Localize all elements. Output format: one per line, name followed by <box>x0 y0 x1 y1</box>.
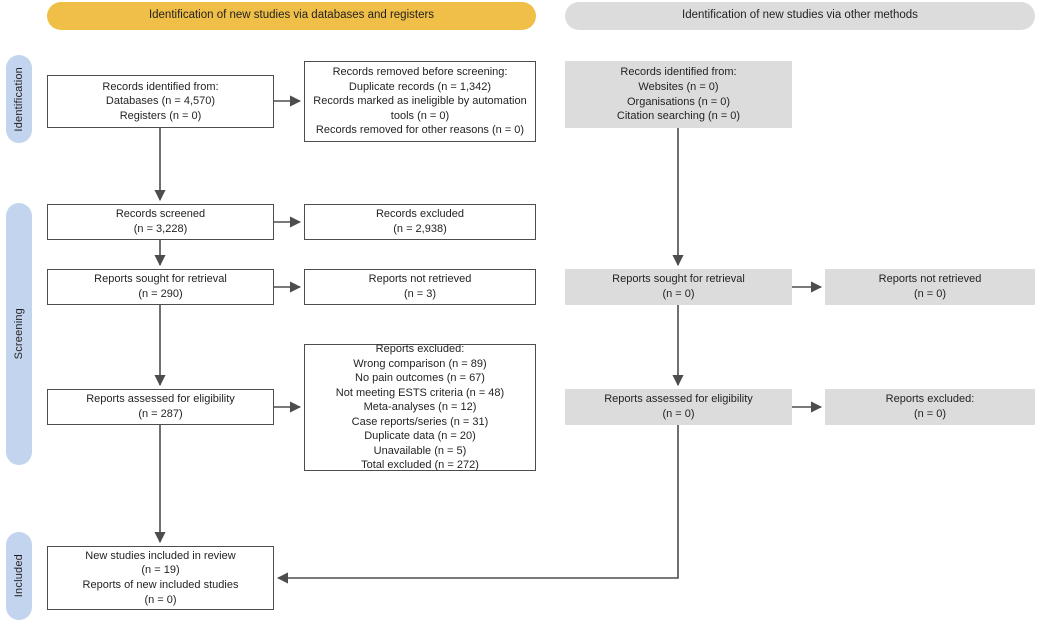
box-reports-assessed-for-eligibility: Reports assessed for eligibility (n = 28… <box>47 389 274 425</box>
reports-excluded-line-6: Case reports/series (n = 31) <box>351 415 489 428</box>
records-screened-line-2: (n = 3,228) <box>133 223 188 235</box>
box-records-excluded: Records excluded (n = 2,938) <box>304 204 536 240</box>
included-line-2: (n = 19) <box>141 564 180 577</box>
reports-excluded-line-8: Unavailable (n = 5) <box>373 444 467 457</box>
other-excluded-line-1: Reports excluded: <box>885 393 975 406</box>
box-records-screened: Records screened (n = 3,228) <box>47 204 274 240</box>
other-identified-line-2: Websites (n = 0) <box>638 80 719 93</box>
reports-excluded-line-2: Wrong comparison (n = 89) <box>353 357 487 370</box>
box-other-reports-not-retrieved: Reports not retrieved (n = 0) <box>825 269 1035 305</box>
records-excluded-line-1: Records excluded <box>375 208 465 221</box>
box-reports-not-retrieved: Reports not retrieved (n = 3) <box>304 269 536 305</box>
other-excluded-line-2: (n = 0) <box>913 408 947 420</box>
banner-other-methods: Identification of new studies via other … <box>565 2 1035 30</box>
reports-sought-line-1: Reports sought for retrieval <box>94 273 227 286</box>
other-identified-line-1: Records identified from: <box>620 66 737 79</box>
reports-excluded-line-4: Not meeting ESTS criteria (n = 48) <box>335 386 505 399</box>
box-reports-sought-for-retrieval: Reports sought for retrieval (n = 290) <box>47 269 274 305</box>
included-line-4: (n = 0) <box>144 593 177 606</box>
records-removed-line-1: Records removed before screening: <box>332 66 508 79</box>
reports-assessed-line-2: (n = 287) <box>138 408 183 420</box>
other-sought-line-2: (n = 0) <box>662 288 695 300</box>
box-new-studies-included: New studies included in review (n = 19) … <box>47 546 274 610</box>
reports-assessed-line-1: Reports assessed for eligibility <box>86 393 235 406</box>
stage-pill-identification: Identification <box>6 55 32 143</box>
box-other-reports-sought-for-retrieval: Reports sought for retrieval (n = 0) <box>565 269 792 305</box>
records-removed-line-2: Duplicate records (n = 1,342) <box>348 80 492 93</box>
banner-databases-label: Identification of new studies via databa… <box>148 9 435 22</box>
reports-sought-line-2: (n = 290) <box>138 288 183 300</box>
included-line-1: New studies included in review <box>85 549 236 562</box>
box-other-records-identified: Records identified from: Websites (n = 0… <box>565 61 792 128</box>
box-other-reports-assessed-for-eligibility: Reports assessed for eligibility (n = 0) <box>565 389 792 425</box>
records-removed-line-5: Records removed for other reasons (n = 0… <box>315 124 525 137</box>
reports-not-retrieved-line-2: (n = 3) <box>403 288 437 300</box>
stage-pill-screening: Screening <box>6 203 32 465</box>
other-sought-line-1: Reports sought for retrieval <box>612 273 745 286</box>
records-screened-line-1: Records screened <box>115 208 206 221</box>
records-identified-line-3: Registers (n = 0) <box>119 109 202 122</box>
reports-excluded-line-9: Total excluded (n = 272) <box>361 459 479 472</box>
records-removed-line-4: tools (n = 0) <box>390 109 450 122</box>
reports-excluded-line-1: Reports excluded: <box>375 343 465 356</box>
other-identified-line-4: Citation searching (n = 0) <box>616 110 741 123</box>
other-identified-line-3: Organisations (n = 0) <box>626 95 731 108</box>
included-line-3: Reports of new included studies <box>82 579 239 591</box>
reports-excluded-line-3: No pain outcomes (n = 67) <box>355 372 485 385</box>
other-assessed-line-2: (n = 0) <box>662 408 695 420</box>
reports-excluded-line-5: Meta-analyses (n = 12) <box>363 401 477 414</box>
reports-excluded-line-7: Duplicate data (n = 20) <box>364 430 476 443</box>
stage-label-identification: Identification <box>13 66 25 132</box>
records-identified-line-1: Records identified from: <box>102 80 219 93</box>
box-records-identified: Records identified from: Databases (n = … <box>47 75 274 128</box>
records-identified-line-2: Databases (n = 4,570) <box>105 95 216 108</box>
other-assessed-line-1: Reports assessed for eligibility <box>604 393 753 406</box>
box-records-removed: Records removed before screening: Duplic… <box>304 61 536 142</box>
records-removed-line-3: Records marked as ineligible by automati… <box>313 95 527 108</box>
other-not-retrieved-line-1: Reports not retrieved <box>878 273 982 286</box>
stage-label-screening: Screening <box>13 308 25 360</box>
banner-databases-registers: Identification of new studies via databa… <box>47 2 536 30</box>
stage-label-included: Included <box>13 554 25 598</box>
records-excluded-line-2: (n = 2,938) <box>393 223 447 235</box>
banner-other-label: Identification of new studies via other … <box>682 9 918 22</box>
reports-not-retrieved-line-1: Reports not retrieved <box>368 273 472 286</box>
other-not-retrieved-line-2: (n = 0) <box>913 288 947 300</box>
box-other-reports-excluded: Reports excluded: (n = 0) <box>825 389 1035 425</box>
box-reports-excluded-reasons: Reports excluded: Wrong comparison (n = … <box>304 343 536 472</box>
stage-pill-included: Included <box>6 532 32 620</box>
